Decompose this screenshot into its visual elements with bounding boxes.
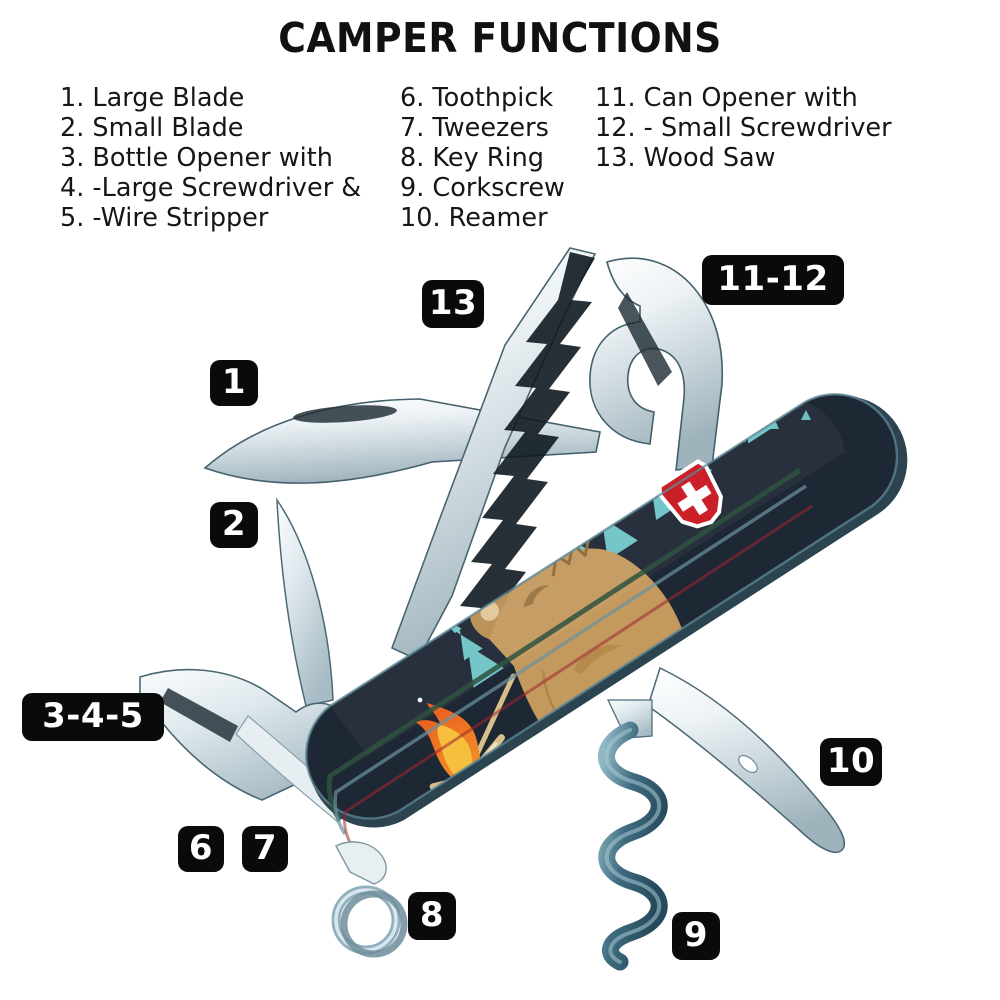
legend-item: 11. Can Opener with bbox=[595, 83, 858, 113]
legend-item: 12. - Small Screwdriver bbox=[595, 113, 892, 143]
callout-3-4-5-bottle-opener: 3-4-5 bbox=[22, 693, 164, 741]
callout-10-reamer: 10 bbox=[820, 738, 882, 786]
legend-item: 2. Small Blade bbox=[60, 113, 244, 143]
reamer bbox=[647, 666, 846, 854]
key-ring bbox=[331, 841, 408, 958]
legend-item: 1. Large Blade bbox=[60, 83, 245, 113]
callout-13-wood-saw: 13 bbox=[422, 280, 484, 328]
function-legend: 1. Large Blade 2. Small Blade 3. Bottle … bbox=[60, 83, 960, 233]
victorinox-shield-logo bbox=[657, 459, 723, 529]
callout-6-toothpick: 6 bbox=[178, 826, 224, 872]
callout-11-12-can-opener: 11-12 bbox=[702, 255, 844, 305]
callout-9-corkscrew: 9 bbox=[672, 912, 720, 960]
wood-saw bbox=[390, 247, 597, 704]
legend-item: 9. Corkscrew bbox=[400, 173, 565, 203]
page-title: CAMPER FUNCTIONS bbox=[278, 14, 722, 62]
legend-item: 4. -Large Screwdriver & bbox=[60, 173, 362, 203]
legend-item: 6. Toothpick bbox=[400, 83, 554, 113]
callout-2-small-blade: 2 bbox=[210, 502, 258, 548]
legend-item: 8. Key Ring bbox=[400, 143, 544, 173]
legend-item: 7. Tweezers bbox=[400, 113, 549, 143]
legend-column-3: 11. Can Opener with 12. - Small Screwdri… bbox=[595, 83, 925, 173]
legend-column-1: 1. Large Blade 2. Small Blade 3. Bottle … bbox=[60, 83, 400, 233]
legend-column-2: 6. Toothpick 7. Tweezers 8. Key Ring 9. … bbox=[400, 83, 595, 233]
small-blade bbox=[276, 497, 334, 707]
legend-item: 13. Wood Saw bbox=[595, 143, 776, 173]
legend-item: 3. Bottle Opener with bbox=[60, 143, 333, 173]
callout-8-key-ring: 8 bbox=[408, 892, 456, 940]
legend-item: 5. -Wire Stripper bbox=[60, 203, 269, 233]
corkscrew bbox=[598, 699, 668, 971]
legend-item: 10. Reamer bbox=[400, 203, 548, 233]
callout-1-large-blade: 1 bbox=[210, 360, 258, 406]
callout-7-tweezers: 7 bbox=[242, 826, 288, 872]
can-opener-small-screwdriver bbox=[589, 257, 724, 471]
